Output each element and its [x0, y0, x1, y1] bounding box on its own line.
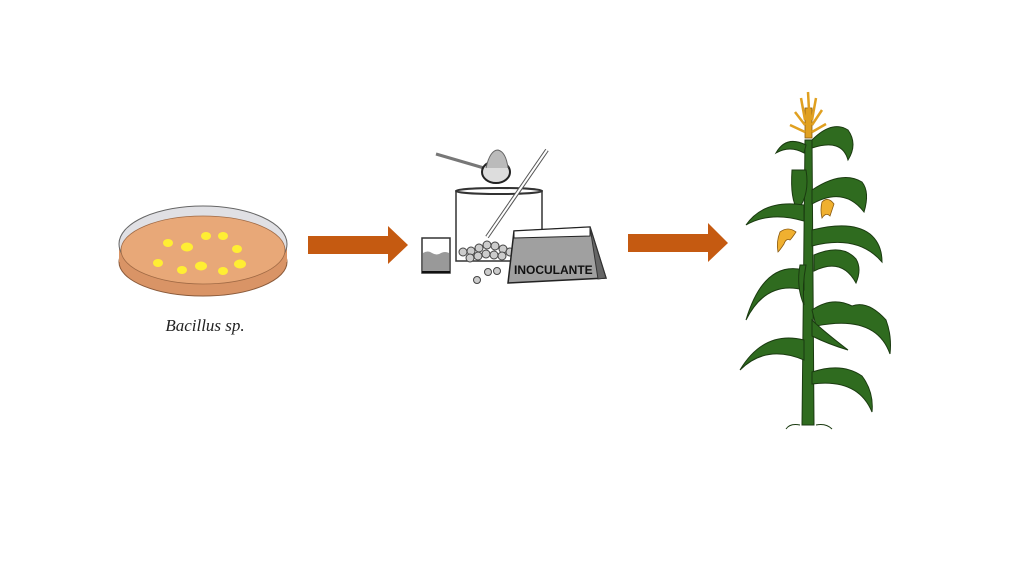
colony [177, 266, 187, 274]
corn-tassel-icon [789, 91, 827, 139]
inoculant-bag-label: INOCULANTE [514, 263, 593, 277]
colony [218, 232, 228, 240]
colony [218, 267, 228, 275]
colony [234, 259, 246, 269]
bacillus-caption: Bacillus sp. [165, 316, 245, 335]
colony [201, 232, 211, 240]
colony [181, 242, 193, 252]
colony [232, 245, 242, 253]
colony [163, 239, 173, 247]
petri-dish [118, 205, 288, 297]
inoculation-illustration [421, 148, 608, 284]
corn-ear-icon [776, 199, 835, 253]
colony [153, 259, 163, 267]
arrow-right-icon [628, 223, 728, 262]
bacterial-colonies [153, 232, 246, 275]
arrow-right-icon [308, 226, 408, 264]
colony [195, 261, 207, 271]
corn-plant-icon [739, 126, 891, 430]
